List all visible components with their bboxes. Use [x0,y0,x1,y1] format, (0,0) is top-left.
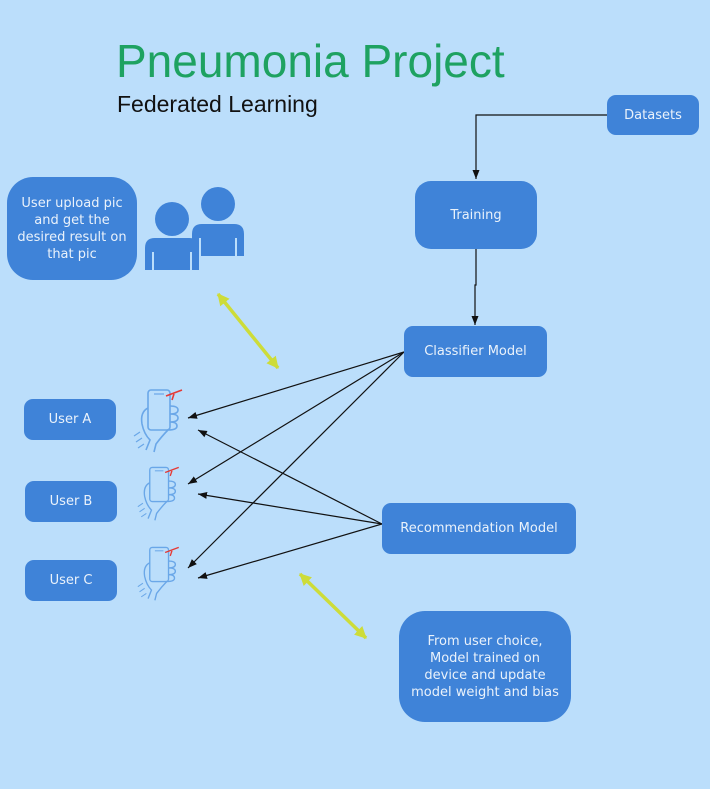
diagram-subtitle: Federated Learning [117,91,318,117]
user-upload-note: User upload pic and get the desired resu… [7,177,137,280]
user-note-double-arrow [216,292,280,370]
recommendation-to-user-a-arrow [197,429,383,525]
datasets-to-training-arrow [472,114,607,179]
recommendation-to-user-b-arrow [197,491,383,525]
classifier-to-user-a-arrow [187,351,405,419]
classifier-to-user-c-arrow [187,351,405,569]
recommendation-to-user-c-arrow [197,523,383,579]
training-node: Training [415,181,537,249]
users-group-icon [145,187,244,270]
user-b-node: User B [25,481,117,522]
classifier-model-node: Classifier Model [404,326,547,377]
diagram-title: Pneumonia Project [116,35,505,87]
user-a-node: User A [24,399,116,440]
datasets-node: Datasets [607,95,699,135]
device-note-double-arrow [298,572,368,640]
user-c-node: User C [25,560,117,601]
classifier-to-user-b-arrow [187,351,405,485]
phone-in-hand-icon [133,389,183,453]
recommendation-model-node: Recommendation Model [382,503,576,554]
training-to-classifier-arrow [471,249,479,325]
phone-in-hand-icon [137,546,180,601]
phone-in-hand-icon [137,466,180,521]
device-training-note: From user choice, Model trained on devic… [399,611,571,722]
